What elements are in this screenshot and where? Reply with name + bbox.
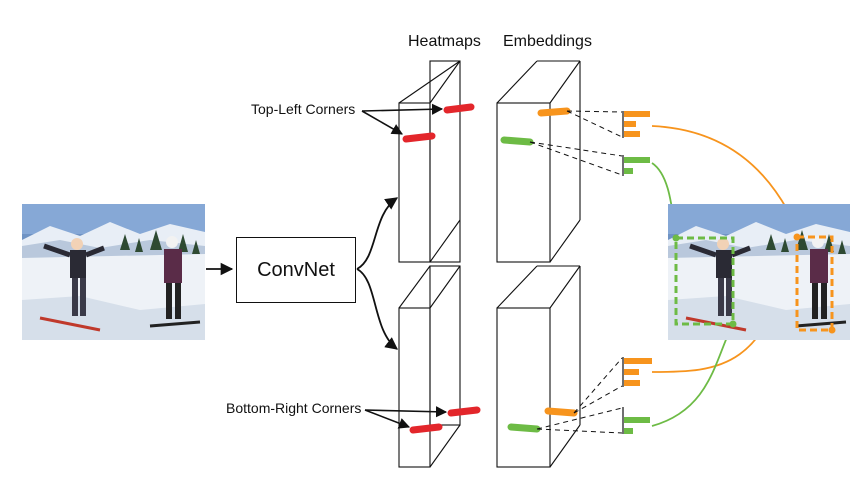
embedding-projection-lines xyxy=(529,110,623,434)
heatmap-corner-markers xyxy=(402,103,481,434)
bottom-green-embedding-vector xyxy=(622,407,650,434)
top-left-heatmap-peak-2 xyxy=(402,132,436,143)
top-green-embedding-vector xyxy=(622,155,650,176)
top-left-corners-label: Top-Left Corners xyxy=(251,101,356,117)
embeddings-heading: Embeddings xyxy=(503,33,592,50)
convnet-box: ConvNet xyxy=(236,237,356,303)
bottom-right-heatmap-volume xyxy=(398,265,461,468)
top-embedding-green xyxy=(500,136,534,146)
top-left-heatmap-peak-1 xyxy=(443,103,475,114)
top-left-embedding-volume xyxy=(496,60,581,263)
heatmaps-heading: Heatmaps xyxy=(408,33,481,50)
top-left-label-arrows xyxy=(361,103,444,135)
green-detection-box xyxy=(674,236,735,326)
top-left-heatmap-volume xyxy=(398,60,461,263)
output-photo xyxy=(668,204,850,340)
convnet-label: ConvNet xyxy=(257,258,335,281)
convnet-to-top-branch-arrow xyxy=(356,197,399,270)
top-orange-embedding-vector xyxy=(622,111,650,138)
embedding-markers xyxy=(500,107,578,433)
bottom-right-corners-label: Bottom-Right Corners xyxy=(226,400,362,416)
bottom-right-label-arrows xyxy=(364,406,448,429)
orange-detection-box xyxy=(795,235,834,332)
bottom-right-embedding-volume xyxy=(496,265,581,468)
input-photo xyxy=(22,204,205,340)
top-embedding-orange xyxy=(537,107,571,117)
bottom-right-heatmap-peak-1 xyxy=(447,406,481,417)
bottom-embedding-orange xyxy=(544,407,578,417)
green-grouping-curve-bottom xyxy=(651,325,733,427)
bottom-orange-embedding-vector xyxy=(622,357,652,387)
bottom-right-heatmap-peak-2 xyxy=(409,423,443,434)
convnet-to-bottom-branch-arrow xyxy=(356,268,399,350)
bottom-embedding-green xyxy=(507,423,541,433)
